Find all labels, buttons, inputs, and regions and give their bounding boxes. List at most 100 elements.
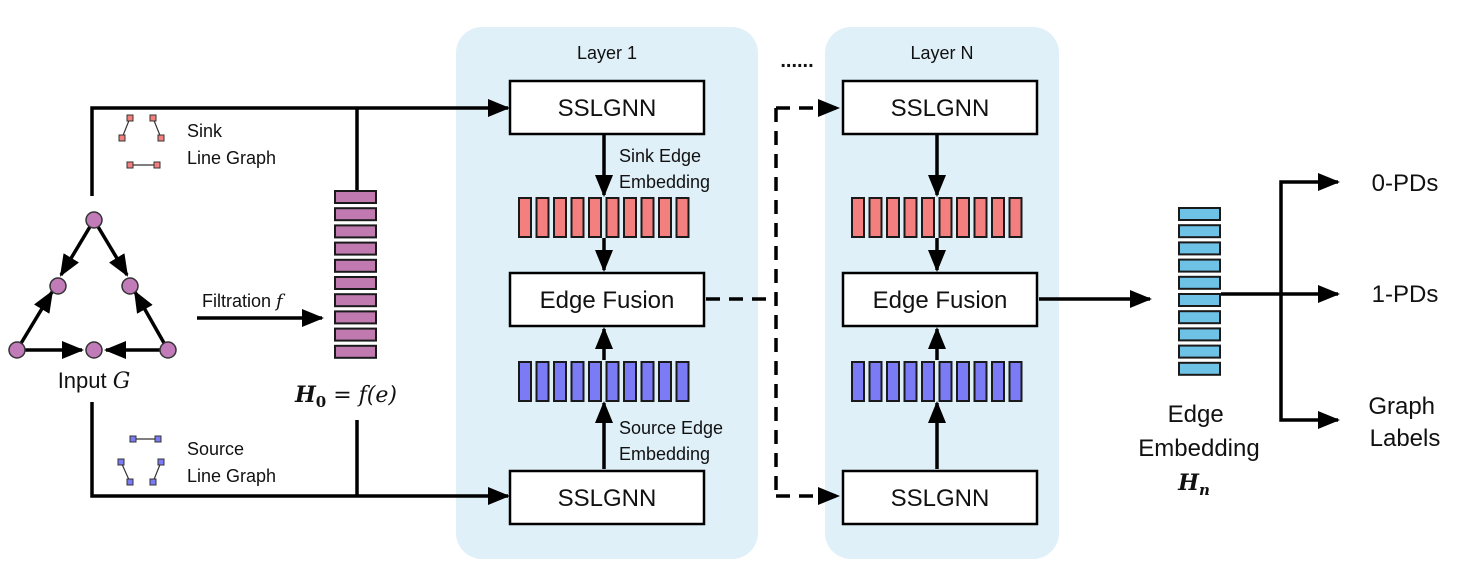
source-embedding-cell [640, 361, 655, 402]
h0-embedding-cell [334, 190, 377, 204]
layer-1-bottom-sslgnn [508, 469, 706, 526]
h0-embedding-cell [334, 276, 377, 290]
layer-ellipsis: ...... [780, 50, 813, 72]
layer-n-top-sslgnn-label: SSLGNN [891, 95, 990, 122]
sink-embedding-cell [640, 197, 655, 238]
source-embedding-cell [675, 361, 690, 402]
hn-label: Hn [1177, 470, 1210, 499]
inter-layer-connectors [706, 99, 840, 505]
layer-n-bottom-sslgnn [841, 469, 1039, 526]
layer-n-edge-fusion [841, 271, 1039, 328]
sink-line-graph-icon [118, 114, 165, 169]
layer-1-top-sslgnn [508, 79, 706, 136]
sink-embedding-cell [518, 197, 532, 238]
source-embedding-cell [518, 361, 532, 402]
source-embedding-cell [570, 361, 585, 402]
hn-embedding-cell [1178, 327, 1221, 342]
source-embedding-cell [991, 361, 1005, 402]
hn-embedding-cell [1178, 361, 1221, 376]
input-graph-icon [15, 219, 170, 359]
layer-n-sink-edge-embedding [851, 197, 1023, 238]
sink-embedding-cell [973, 197, 988, 238]
sink-embedding-cell [903, 197, 918, 238]
layer-n-title: Layer N [910, 43, 973, 63]
h0-embedding-cell [334, 258, 377, 273]
sink-embedding-cell [921, 197, 935, 238]
source-embedding-cell [605, 361, 620, 402]
filtration-label: Filtration f [202, 291, 286, 312]
h0-embedding-cell [334, 293, 377, 308]
edge-embedding-label: Edge Embedding [1138, 401, 1259, 462]
h0-embedding-cell [334, 344, 377, 359]
source-edge-embedding-label: Source Edge Embedding [619, 418, 728, 464]
input-graph-nodes [8, 211, 177, 359]
source-embedding-cell [921, 361, 935, 402]
source-embedding-cell [868, 361, 883, 402]
h0-embedding-cell [334, 327, 377, 342]
layer-n-edge-fusion-label: Edge Fusion [873, 287, 1008, 314]
layer-n-bottom-sslgnn-label: SSLGNN [891, 485, 990, 512]
hn-embedding-cell [1178, 207, 1221, 221]
hn-edge-embedding-stack [1178, 207, 1221, 376]
sink-edge-embedding-label: Sink Edge Embedding [619, 146, 710, 192]
hn-embedding-cell [1178, 241, 1221, 256]
sink-embedding-cell [588, 197, 602, 238]
output-0-pds: 0-PDs [1372, 170, 1439, 197]
sink-embedding-cell [956, 197, 970, 238]
sink-embedding-cell [1008, 197, 1023, 238]
output-1-pds: 1-PDs [1372, 281, 1439, 308]
hn-embedding-cell [1178, 293, 1221, 307]
layer-1-bottom-sslgnn-label: SSLGNN [558, 485, 657, 512]
source-embedding-cell [535, 361, 550, 402]
source-embedding-cell [903, 361, 918, 402]
h0-embedding-cell [334, 224, 377, 239]
sink-embedding-cell [570, 197, 585, 238]
source-embedding-cell [658, 361, 672, 402]
source-embedding-cell [886, 361, 900, 402]
sink-embedding-cell [886, 197, 900, 238]
layer-1-edge-fusion-label: Edge Fusion [540, 287, 675, 314]
sink-embedding-cell [623, 197, 637, 238]
sink-embedding-cell [553, 197, 567, 238]
source-embedding-cell [553, 361, 567, 402]
layer-1-sink-edge-embedding [518, 197, 690, 238]
h0-embedding-stack [334, 190, 377, 359]
layer-1-edge-fusion [508, 271, 706, 328]
input-label: Input G [58, 368, 131, 394]
source-line-graph-icon [117, 435, 165, 486]
hn-embedding-cell [1178, 258, 1221, 273]
sink-embedding-cell [868, 197, 883, 238]
source-embedding-cell [851, 361, 865, 402]
sink-embedding-cell [535, 197, 550, 238]
source-embedding-cell [973, 361, 988, 402]
sink-line-graph-label: Sink Line Graph [187, 121, 276, 168]
sink-embedding-cell [851, 197, 865, 238]
sink-embedding-cell [991, 197, 1005, 238]
sink-embedding-cell [938, 197, 953, 238]
hn-embedding-cell [1178, 310, 1221, 325]
layer-n-top-sslgnn [841, 79, 1039, 136]
hn-embedding-cell [1178, 344, 1221, 359]
output-branch-connectors [1221, 173, 1340, 429]
source-embedding-cell [588, 361, 602, 402]
layer-1-source-edge-embedding [518, 361, 690, 402]
source-embedding-cell [623, 361, 637, 402]
hn-embedding-cell [1178, 275, 1221, 290]
input-connectors [90, 99, 510, 505]
h0-embedding-cell [334, 241, 377, 256]
h0-embedding-cell [334, 207, 377, 222]
sink-embedding-cell [658, 197, 672, 238]
sink-embedding-cell [605, 197, 620, 238]
h0-label: H0 = f(e) [294, 382, 397, 411]
hn-embedding-cell [1178, 224, 1221, 239]
layer-1-top-sslgnn-label: SSLGNN [558, 95, 657, 122]
source-embedding-cell [1008, 361, 1023, 402]
source-embedding-cell [938, 361, 953, 402]
h0-embedding-cell [334, 310, 377, 325]
source-embedding-cell [956, 361, 970, 402]
sink-embedding-cell [675, 197, 690, 238]
output-graph-labels: Graph Labels [1368, 393, 1441, 452]
layer-1-title: Layer 1 [577, 43, 637, 63]
